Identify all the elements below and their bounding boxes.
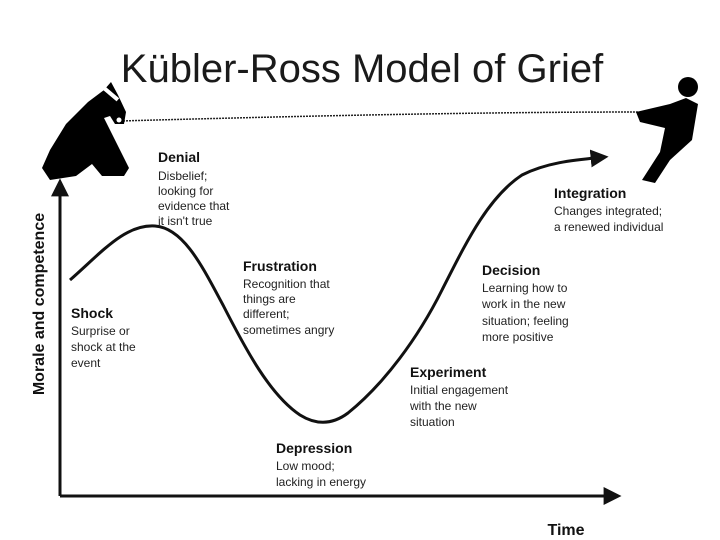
x-axis-label: Time	[547, 522, 584, 539]
horse-icon	[42, 82, 129, 180]
stage-desc-line: Disbelief;	[158, 169, 207, 183]
grief-curve	[69, 149, 609, 424]
stage-shock: Shock Surprise or shock at the event	[71, 305, 136, 370]
stage-desc-line: sometimes angry	[243, 323, 334, 337]
y-axis-label: Morale and competence	[31, 213, 48, 395]
stage-decision: Decision Learning how to work in the new…	[481, 262, 569, 344]
stage-desc-line: event	[71, 356, 101, 370]
diagram-title: Kübler-Ross Model of Grief	[121, 47, 604, 91]
stage-desc-line: different;	[243, 307, 289, 321]
stage-desc-line: lacking in energy	[276, 475, 366, 489]
stage-desc-line: looking for	[158, 184, 213, 198]
stage-denial: Denial Disbelief; looking for evidence t…	[158, 149, 230, 228]
rope	[119, 111, 639, 122]
person-pulling-icon	[636, 77, 698, 183]
stage-desc-line: evidence that	[158, 199, 230, 213]
stage-desc-line: with the new	[409, 399, 477, 413]
stage-title: Experiment	[410, 364, 487, 380]
stage-integration: Integration Changes integrated; a renewe…	[554, 185, 663, 234]
stage-desc-line: situation	[410, 415, 455, 429]
stage-title: Shock	[71, 305, 113, 321]
stage-desc-line: Low mood;	[276, 459, 335, 473]
stage-desc-line: Recognition that	[243, 277, 330, 291]
stage-depression: Depression Low mood; lacking in energy	[276, 440, 366, 489]
stage-frustration: Frustration Recognition that things are …	[243, 258, 334, 337]
stage-experiment: Experiment Initial engagement with the n…	[409, 364, 509, 429]
stage-desc-line: things are	[243, 292, 296, 306]
stage-desc-line: it isn't true	[158, 214, 213, 228]
stage-desc-line: situation; feeling	[482, 314, 569, 328]
stage-title: Denial	[158, 149, 200, 165]
stage-title: Depression	[276, 440, 352, 456]
stage-title: Decision	[482, 262, 540, 278]
stage-desc-line: shock at the	[71, 340, 136, 354]
stage-title: Integration	[554, 185, 626, 201]
stage-desc-line: Initial engagement	[410, 383, 509, 397]
stage-title: Frustration	[243, 258, 317, 274]
stage-desc-line: work in the new	[481, 297, 566, 311]
stage-desc-line: a renewed individual	[554, 220, 663, 234]
stage-desc-line: Changes integrated;	[554, 204, 662, 218]
stage-desc-line: Learning how to	[482, 281, 568, 295]
stage-desc-line: Surprise or	[71, 324, 130, 338]
stage-desc-line: more positive	[482, 330, 554, 344]
